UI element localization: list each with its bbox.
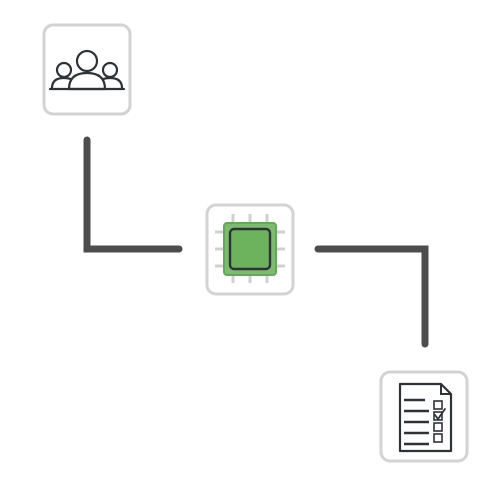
chip-core <box>228 227 272 271</box>
checklist-document-icon <box>398 382 453 453</box>
node-report[interactable] <box>379 370 469 463</box>
node-processor[interactable] <box>205 203 295 296</box>
node-users[interactable] <box>42 23 132 116</box>
checkbox-list <box>433 400 443 443</box>
connector-users-to-processor <box>83 136 183 253</box>
connector-processor-to-report <box>314 245 429 348</box>
users-group-icon <box>48 49 126 91</box>
checkmark-icon <box>434 408 446 420</box>
cpu-chip-icon <box>215 214 285 283</box>
